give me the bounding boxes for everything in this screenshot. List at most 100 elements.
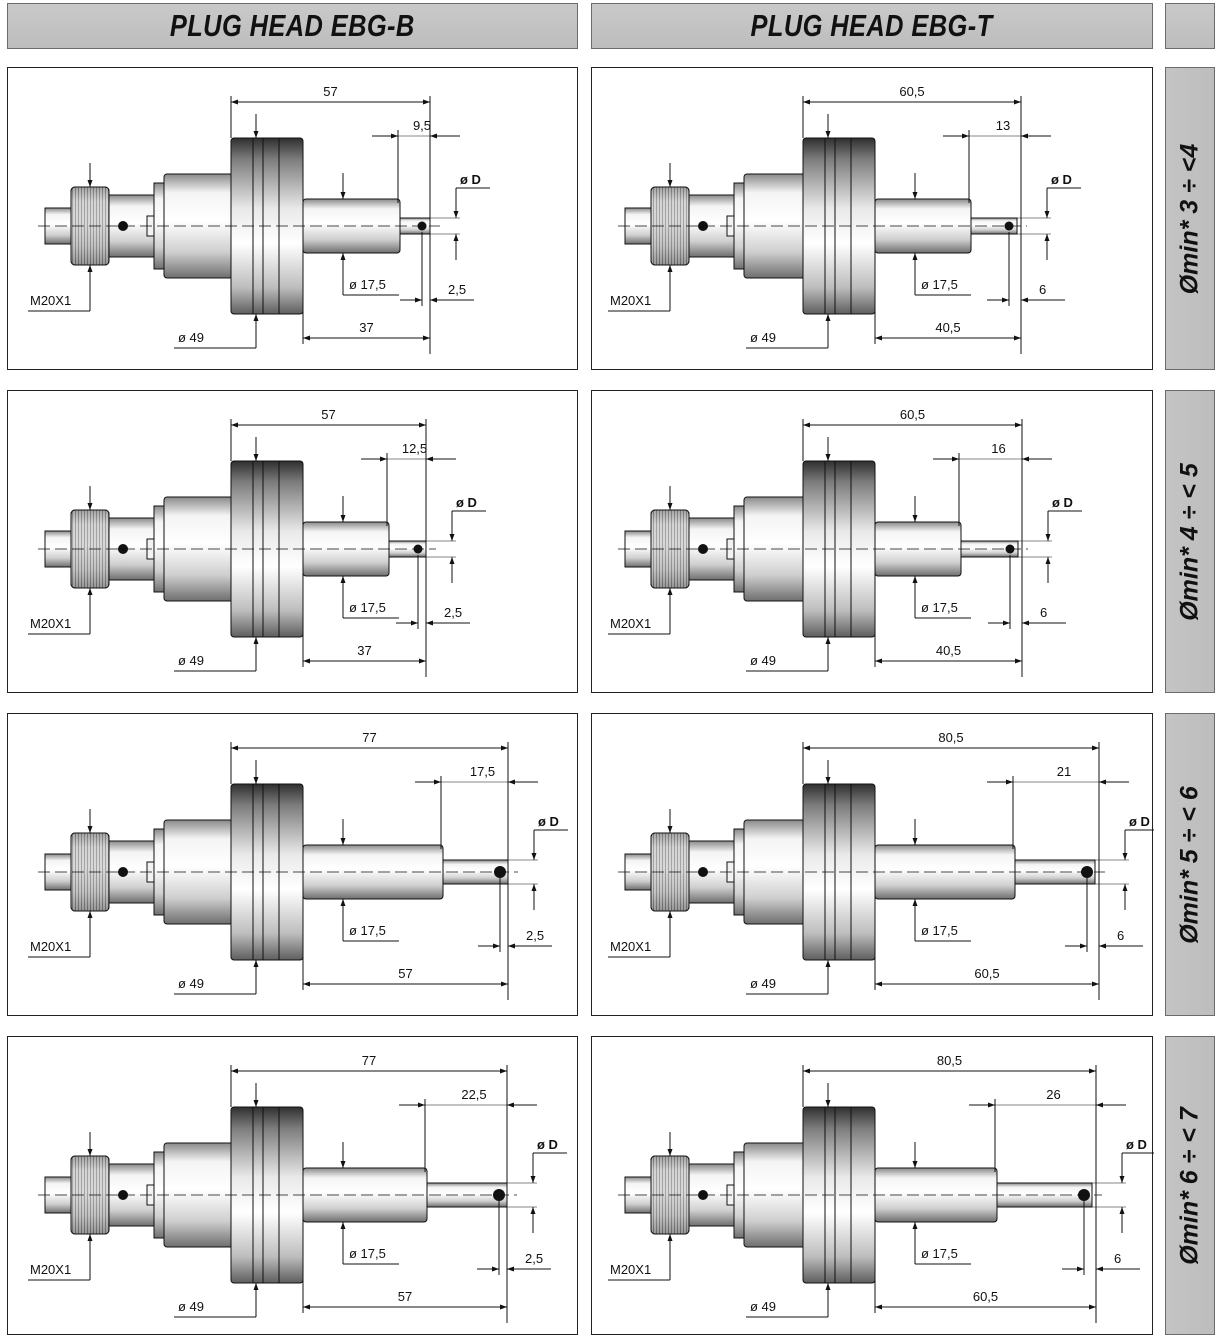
contact-offset-label: 6 xyxy=(1039,282,1046,297)
arrowhead xyxy=(803,99,810,105)
arrowhead xyxy=(530,1176,536,1183)
range-label-3: Ømin* 5 ÷ < 6 xyxy=(1165,713,1215,1016)
arrowhead xyxy=(340,192,346,199)
arrowhead xyxy=(667,503,673,510)
arrowhead xyxy=(667,265,673,272)
arrowhead xyxy=(87,1234,93,1241)
arrowhead xyxy=(87,180,93,187)
arrowhead xyxy=(1089,1304,1096,1310)
arrowhead xyxy=(1006,779,1013,785)
arrowhead xyxy=(1021,297,1028,303)
tip-length-label: 21 xyxy=(1057,764,1071,779)
arrowhead xyxy=(1096,1102,1103,1108)
arrowhead xyxy=(508,943,515,949)
arrowhead xyxy=(501,745,508,751)
shaft-length-label: 40,5 xyxy=(935,320,960,335)
arrowhead xyxy=(875,335,882,341)
flange-diameter-label: ø 49 xyxy=(750,653,776,668)
flange-diameter-label: ø 49 xyxy=(178,976,204,991)
arrowhead xyxy=(1077,1266,1084,1272)
overall-length-label: 57 xyxy=(321,407,335,422)
arrowhead xyxy=(1015,422,1022,428)
range-text: Ømin* 3 ÷ <4 xyxy=(1175,143,1204,294)
arrowhead xyxy=(1021,133,1028,139)
arrowhead xyxy=(912,1222,918,1229)
arrowhead xyxy=(825,777,831,784)
arrowhead xyxy=(340,576,346,583)
arrowhead xyxy=(1014,99,1021,105)
arrowhead xyxy=(340,253,346,260)
shaft-diameter-label: ø 17,5 xyxy=(349,277,386,292)
overall-length-label: 80,5 xyxy=(938,730,963,745)
shaft-diameter-label: ø 17,5 xyxy=(349,600,386,615)
header-range xyxy=(1165,3,1215,49)
arrowhead xyxy=(912,253,918,260)
thread-label: M20X1 xyxy=(30,939,71,954)
flange-diameter-label: ø 49 xyxy=(178,1299,204,1314)
shaft xyxy=(874,198,972,254)
arrowhead xyxy=(231,1068,238,1074)
arrowhead xyxy=(875,658,882,664)
range-label-2: Ømin* 4 ÷ < 5 xyxy=(1165,390,1215,693)
arrowhead xyxy=(423,335,430,341)
arrowhead xyxy=(380,456,387,462)
contact-offset-label: 6 xyxy=(1040,605,1047,620)
arrowhead xyxy=(1122,884,1128,891)
arrowhead xyxy=(825,1100,831,1107)
arrowhead xyxy=(415,297,422,303)
arrowhead xyxy=(667,911,673,918)
shaft-length-label: 57 xyxy=(398,1289,412,1304)
arrowhead xyxy=(1022,456,1029,462)
arrowhead xyxy=(508,779,515,785)
arrowhead xyxy=(87,503,93,510)
tip-length-label: 9,5 xyxy=(413,118,431,133)
shaft-diameter-label: ø 17,5 xyxy=(921,600,958,615)
arrowhead xyxy=(1119,1207,1125,1214)
arrowhead xyxy=(430,297,437,303)
arrowhead xyxy=(667,180,673,187)
arrowhead xyxy=(231,745,238,751)
arrowhead xyxy=(434,779,441,785)
contact-offset-label: 2,5 xyxy=(444,605,462,620)
arrowhead xyxy=(391,133,398,139)
arrowhead xyxy=(501,981,508,987)
arrowhead xyxy=(492,1266,499,1272)
range-label-4: Ømin* 6 ÷ < 7 xyxy=(1165,1036,1215,1335)
contact-offset-label: 6 xyxy=(1117,928,1124,943)
arrowhead xyxy=(912,899,918,906)
overall-length-label: 77 xyxy=(362,1053,376,1068)
phi-d-label: ø D xyxy=(460,172,481,187)
phi-d-label: ø D xyxy=(537,1137,558,1152)
contact-offset-label: 2,5 xyxy=(525,1251,543,1266)
thread-label: M20X1 xyxy=(30,1262,71,1277)
arrowhead xyxy=(418,1102,425,1108)
arrowhead xyxy=(1044,234,1050,241)
arrowhead xyxy=(875,981,882,987)
arrowhead xyxy=(1022,620,1029,626)
arrowhead xyxy=(667,588,673,595)
thread-label: M20X1 xyxy=(610,939,651,954)
arrowhead xyxy=(449,557,455,564)
shaft-length-label: 60,5 xyxy=(974,966,999,981)
phi-d-label: ø D xyxy=(538,814,559,829)
arrowhead xyxy=(1092,981,1099,987)
arrowhead xyxy=(231,422,238,428)
arrowhead xyxy=(1014,335,1021,341)
arrowhead xyxy=(87,911,93,918)
shaft-length-label: 37 xyxy=(357,643,371,658)
arrowhead xyxy=(1015,658,1022,664)
overall-length-label: 80,5 xyxy=(937,1053,962,1068)
shaft-length-label: 57 xyxy=(398,966,412,981)
